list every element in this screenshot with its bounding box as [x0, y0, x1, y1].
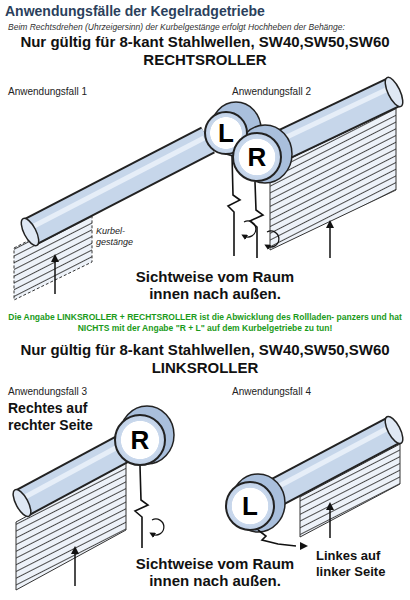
- validity-heading: Nur gültig für 8-kant Stahlwellen, SW40,…: [0, 341, 410, 359]
- part-label: Kurbel- gestänge: [96, 226, 148, 248]
- gearbox-letter: R: [248, 144, 267, 170]
- shutter-fig-2: [238, 75, 406, 258]
- case-label: Anwendungsfall 2: [232, 86, 342, 98]
- gearbox-disc: R: [232, 132, 282, 182]
- case-label: Anwendungsfall 1: [8, 86, 118, 98]
- diagram-title: Anwendungsfälle der Kegelradgetriebe: [5, 3, 405, 20]
- case-label: Anwendungsfall 4: [232, 386, 342, 398]
- intro-note: Beim Rechtsdrehen (Uhrzeigersinn) der Ku…: [4, 22, 408, 32]
- gearbox-letter: L: [218, 120, 234, 146]
- case-label: Anwendungsfall 3: [8, 386, 118, 398]
- validity-heading: Nur gültig für 8-kant Stahlwellen, SW40,…: [0, 33, 410, 51]
- side-note: Rechtes auf rechter Seite: [8, 400, 108, 434]
- roller-type-heading: RECHTSROLLER: [0, 51, 410, 69]
- gearbox-letter: L: [242, 493, 258, 519]
- gearbox-letter: R: [131, 427, 150, 453]
- warning-note: Die Angabe LINKSROLLER + RECHTSROLLER is…: [3, 312, 407, 334]
- view-note: Sichtweise vom Raum innen nach außen.: [118, 555, 312, 589]
- view-note: Sichtweise vom Raum innen nach außen.: [118, 268, 312, 302]
- roller-type-heading: LINKSROLLER: [0, 359, 410, 377]
- gearbox-disc: L: [225, 481, 275, 531]
- gearbox-disc: R: [114, 414, 166, 466]
- side-note: Linkes auf linker Seite: [316, 548, 408, 580]
